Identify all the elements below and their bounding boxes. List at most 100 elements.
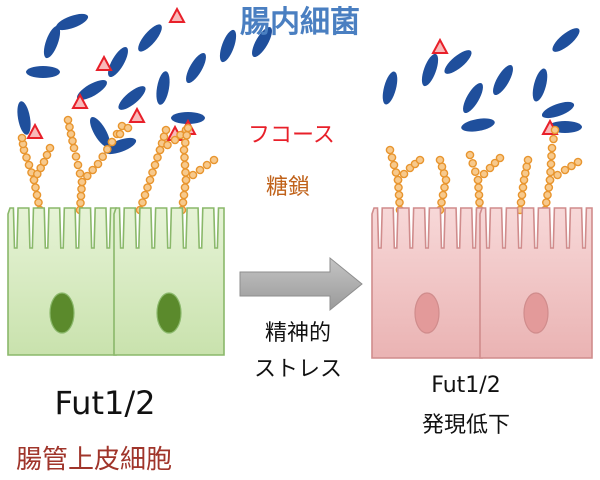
sugar-chain-bead [543,190,552,200]
sugar-chain-bead [179,145,189,155]
sugar-chain-bead [179,190,189,200]
sugar-chain-bead [138,198,147,207]
bacterium-icon [382,71,398,105]
sugar-chain-bead [391,168,401,177]
sugar-chain-bead [389,160,399,170]
bacterium-icon [219,29,237,63]
sugar-chain-bead [83,171,92,181]
sugar-chain-bead [63,115,73,125]
sugar-chain-bead [516,198,526,207]
bacterium-icon [118,86,146,110]
bacterium-icon [532,68,548,102]
sugar-chain-bead [66,129,76,139]
bacterium-icon [156,71,170,105]
sugar-chain-bead [140,190,150,200]
sugar-chain-bead [473,175,483,185]
sugar-chain-bead [170,135,180,145]
stress-label-line2: ストレス [254,357,342,382]
sugar-chain-bead [546,159,556,169]
stress-label-line1: 精神的 [265,321,331,346]
sugar-chain-bead [31,183,40,192]
sugar-chain-bead [560,165,570,175]
sugar-chain-bead [517,190,527,200]
sugar-chain-bead [88,165,97,175]
right-arrow-icon [239,256,363,312]
stressed-nucleus [523,292,549,334]
sugar-chain-bead [76,198,85,208]
sugar-chain-bead [98,152,107,161]
sugar-chain-bead [545,175,555,185]
bacterium-icon [463,82,483,114]
fucose-triangle-icon [26,122,44,139]
fucose-triangle-icon [128,106,146,123]
healthy-nucleus [49,292,75,334]
sugar-chain-bead [180,183,190,192]
sugar-chain-bead [544,183,554,192]
sugar-chain-bead [550,125,560,135]
sugar-chain-bead [180,138,190,147]
bacterium-icon [252,26,272,58]
sugar-chain-bead [474,190,484,200]
sugar-chain-bead [195,165,205,175]
title-label: 腸内細菌 [240,5,360,40]
sugar-chain-bead [393,175,403,185]
stressed-cell-body [479,207,593,359]
sugar-chain-bead [143,183,152,192]
sugar-chain-bead [523,155,533,165]
bacterium-icon [493,64,513,96]
stressed-cell-body [371,207,483,359]
sugar-chain-bead [468,158,478,168]
sugar-chain-bead [490,158,500,168]
sugar-chain-bead [69,143,79,153]
sugar-chain-bead [437,198,446,207]
sugar-chain-bead [474,183,483,192]
sugar-chain-bead [181,175,191,185]
bacterium-icon [444,50,472,74]
expression-down-label: 発現低下 [422,413,510,438]
sugar-chain-bead [39,157,49,167]
sugar-chain-bead [519,175,529,185]
fucose-label: フコース [248,123,335,148]
sugar-chain-bead [68,136,77,146]
sugar-chain-bead [547,143,557,153]
sugar-chain-bead [24,160,34,170]
bacterium-icon [541,101,575,119]
fucose-triangle-icon [71,92,89,109]
sugar-chain-bead [465,150,475,160]
sugar-chain-bead [45,143,55,153]
sugar-chain-bead [103,144,112,154]
sugar-chain-bead [71,152,81,161]
sugar-chain-bead [155,145,165,155]
fucose-triangle-icon [168,6,186,23]
sugar-chain-bead [123,123,133,133]
bacterium-icon [17,101,31,135]
sugar-chain-bead [202,160,212,170]
sugar-chain-bead [479,169,489,179]
sugar-chain-bead [470,167,480,176]
sugar-chain-bead [178,198,188,207]
bacterium-icon [421,53,439,87]
sugar-chain-bead [495,153,505,163]
sugar-chain-bead [32,190,42,200]
bacterium-icon [55,13,89,31]
sugar-chain-bead [42,150,52,160]
sugar-chain-label: 糖鎖 [266,175,310,200]
sugar-chain-bead [567,161,576,171]
sugar-chain-bead [547,151,556,161]
sugar-chain-bead [93,159,103,169]
sugar-chain-bead [546,167,555,177]
sugar-chain-bead [542,198,551,207]
fut-left-label: Fut1/2 [55,384,156,422]
sugar-chain-bead [161,125,171,135]
bacterium-icon [76,80,108,100]
fut-right-label: Fut1/2 [431,373,500,398]
sugar-chain-bead [65,122,74,132]
sugar-chain-bead [438,190,448,200]
sugar-chain-bead [395,198,404,207]
stressed-nucleus [414,292,440,334]
bacterium-icon [461,118,495,132]
sugar-chain-bead [394,183,403,192]
bacteria-group [17,6,582,155]
sugar-chain-bead [518,183,528,192]
